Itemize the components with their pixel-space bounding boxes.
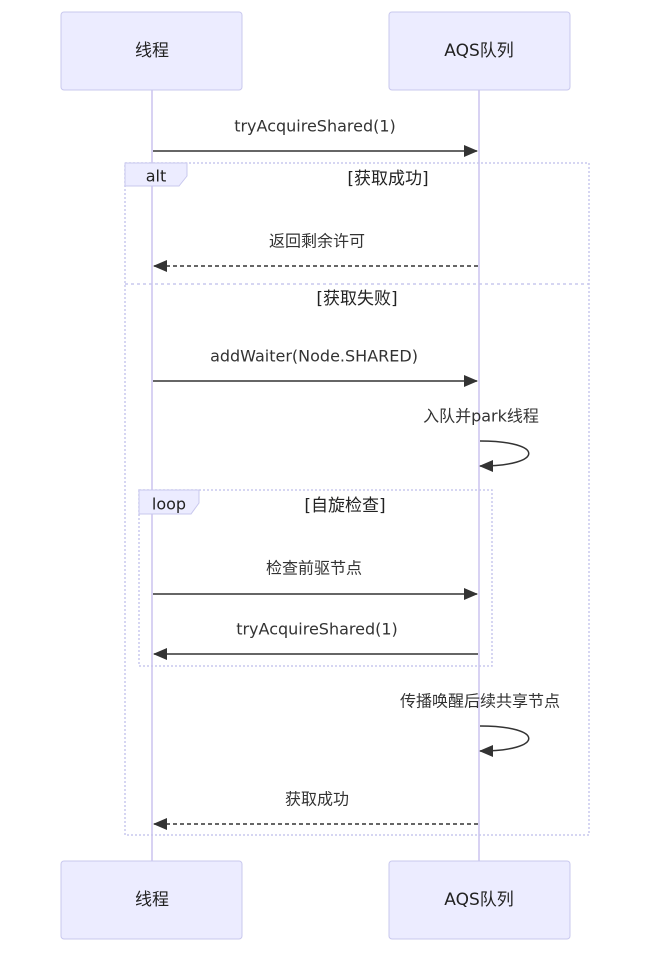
actor-queue-top-label: AQS队列 (444, 41, 514, 61)
actor-thread-top-label: 线程 (135, 41, 169, 61)
message-4-label: 入队并park线程 (423, 407, 539, 426)
message-5-label: 检查前驱节点 (266, 559, 362, 578)
actor-thread-bottom: 线程 (60, 860, 243, 940)
loop-condition: [自旋检查] (304, 496, 385, 516)
alt-frame: alt [获取成功] [获取失败] (124, 162, 590, 836)
loop-frame: loop [自旋检查] (138, 489, 493, 667)
actor-queue-top: AQS队列 (388, 11, 571, 91)
message-3-label: addWaiter(Node.SHARED) (210, 347, 418, 366)
actor-thread-top: 线程 (60, 11, 243, 91)
alt-frame-label: alt (146, 167, 167, 186)
message-4-self-arrow (479, 440, 530, 472)
alt-condition-success: [获取成功] (347, 169, 428, 189)
message-7-label: 传播唤醒后续共享节点 (400, 692, 560, 711)
message-2-label: 返回剩余许可 (269, 232, 365, 251)
message-1-label: tryAcquireShared(1) (234, 117, 396, 136)
loop-frame-label: loop (152, 495, 186, 514)
message-8-label: 获取成功 (285, 790, 349, 809)
actor-thread-bottom-label: 线程 (135, 890, 169, 910)
message-7-self-arrow (479, 725, 530, 757)
message-6-label: tryAcquireShared(1) (236, 620, 398, 639)
alt-condition-failure: [获取失败] (316, 289, 397, 309)
actor-queue-bottom: AQS队列 (388, 860, 571, 940)
actor-queue-bottom-label: AQS队列 (444, 890, 514, 910)
